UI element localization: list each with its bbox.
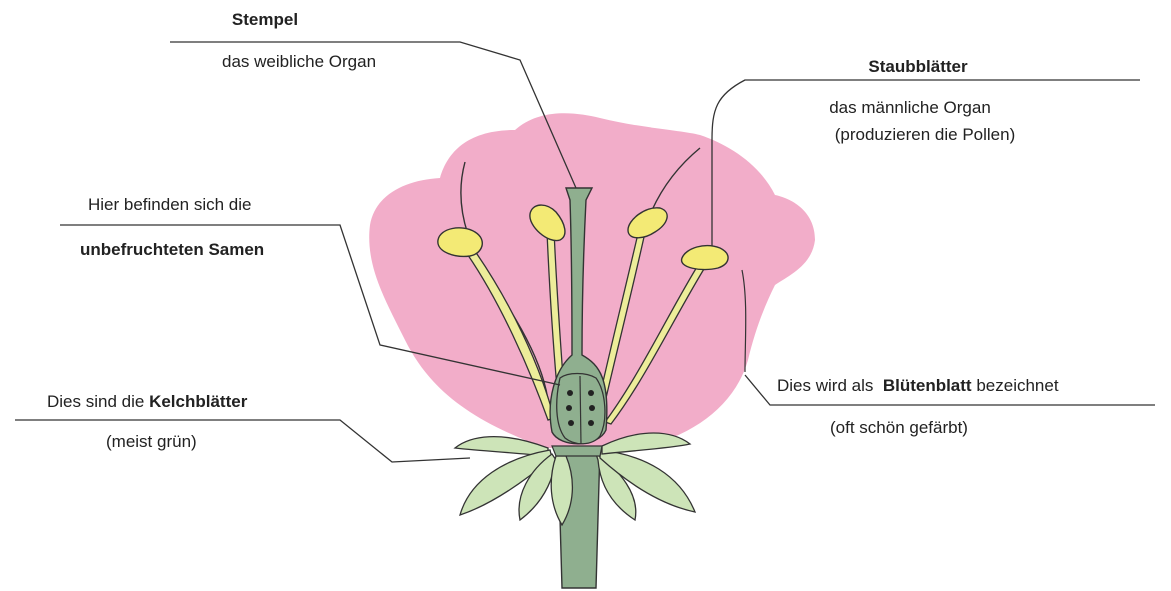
label-stempel-desc: das weibliche Organ	[222, 52, 376, 72]
label-kelch-desc: (meist grün)	[106, 432, 197, 452]
label-samen-line1: Hier befinden sich die	[88, 195, 251, 215]
receptacle	[552, 446, 602, 456]
label-kelch-line: Dies sind die Kelchblätter	[47, 392, 247, 412]
label-samen-line2: unbefruchteten Samen	[80, 240, 264, 260]
ovule	[588, 390, 594, 396]
label-staubblaetter-desc2: (produzieren die Pollen)	[795, 125, 1055, 145]
ovule	[588, 420, 594, 426]
label-kelch-bold: Kelchblätter	[149, 392, 247, 411]
label-bluete-bold: Blütenblatt	[883, 376, 972, 395]
label-staubblaetter-desc1: das männliche Organ	[790, 98, 1030, 118]
anther-1	[438, 228, 482, 257]
label-bluete-suffix: bezeichnet	[976, 376, 1058, 395]
label-bluete-line: Dies wird als Blütenblatt bezeichnet	[777, 376, 1059, 396]
ovule	[568, 420, 574, 426]
leader-kelch	[15, 420, 470, 462]
ovule	[567, 390, 573, 396]
ovule	[589, 405, 595, 411]
label-staubblaetter-title: Staubblätter	[848, 57, 988, 77]
label-stempel-title: Stempel	[210, 10, 320, 30]
label-bluete-desc: (oft schön gefärbt)	[830, 418, 968, 438]
label-kelch-prefix: Dies sind die	[47, 392, 144, 411]
ovule	[566, 405, 572, 411]
label-bluete-prefix: Dies wird als	[777, 376, 873, 395]
